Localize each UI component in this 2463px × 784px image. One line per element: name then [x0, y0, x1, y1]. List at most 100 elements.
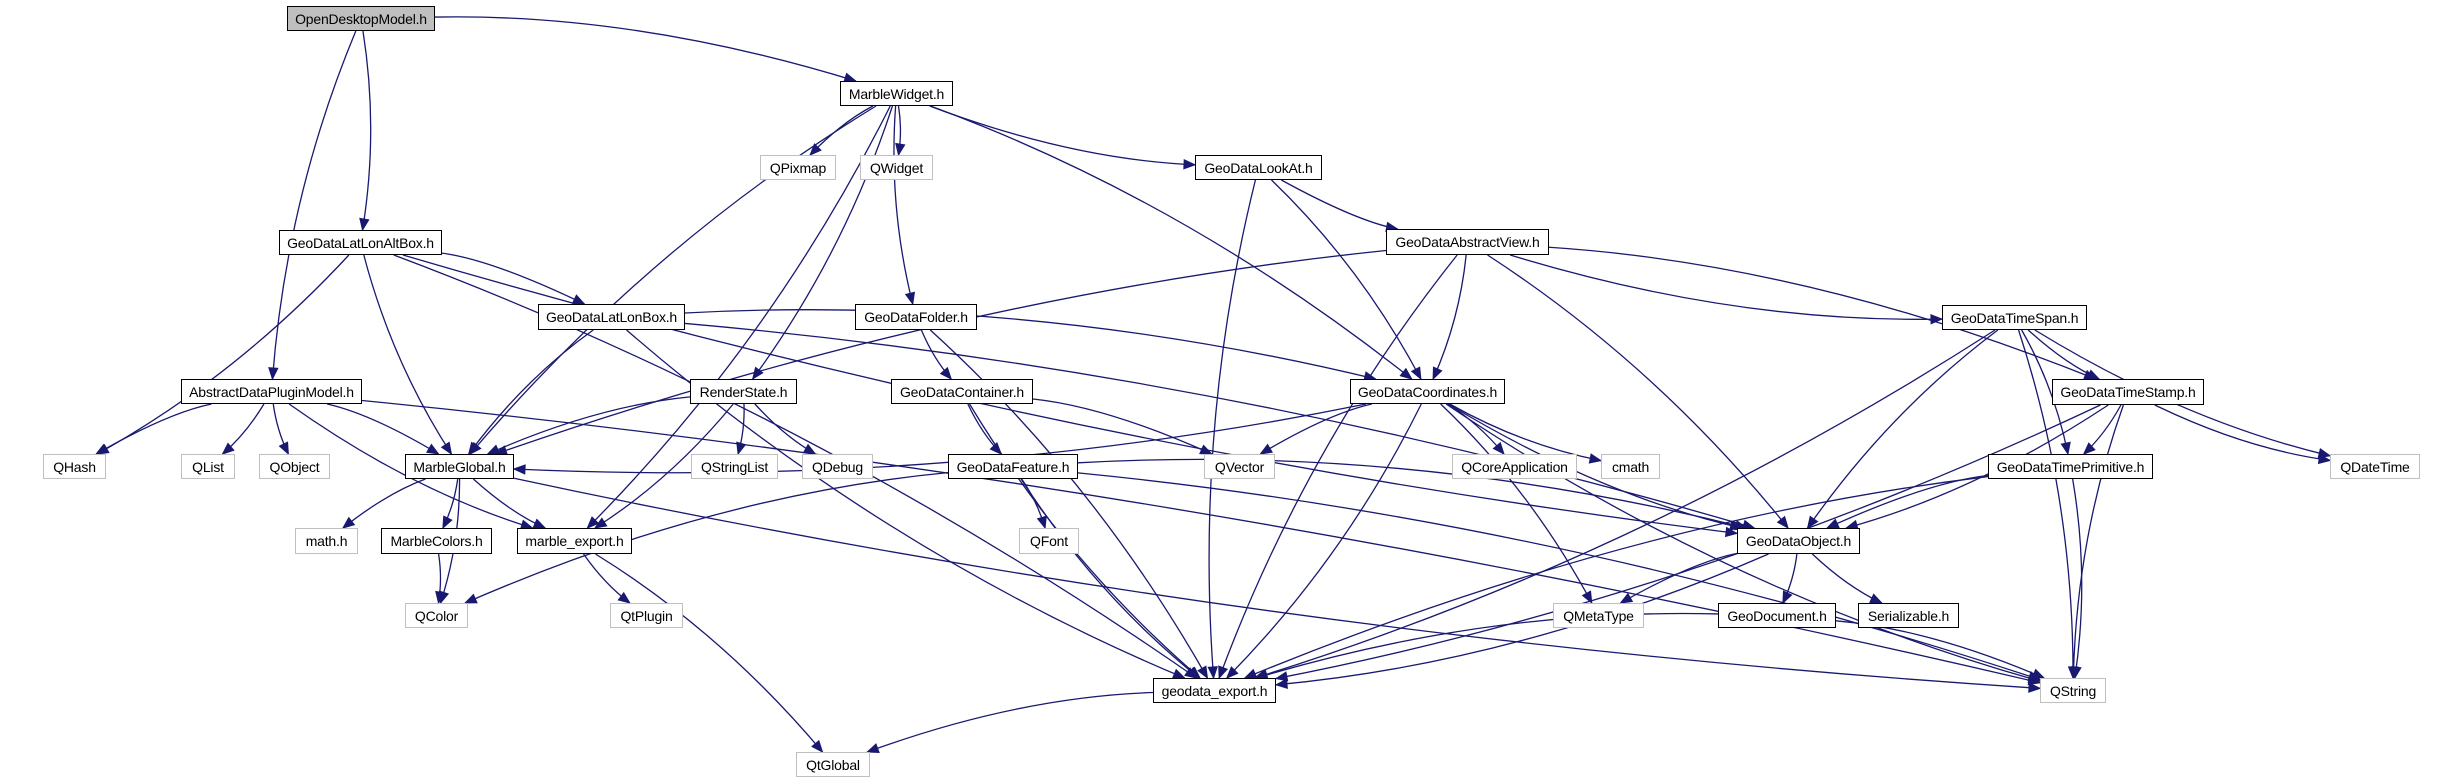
arrowhead-icon [467, 441, 480, 456]
arrowhead-icon [593, 517, 608, 529]
node-serializable[interactable]: Serializable.h [1858, 603, 1959, 628]
edge-geo-data-lat-lon-alt-box-to-qhash [96, 254, 350, 455]
arrowhead-icon [532, 518, 547, 529]
node-abstract-data-plugin-model[interactable]: AbstractDataPluginModel.h [181, 379, 362, 404]
edge-marble-widget-to-render-state [752, 105, 894, 380]
edge-geo-data-container-to-qvector [1032, 398, 1212, 455]
edge-geo-document-to-geodata-export [1256, 612, 1719, 679]
edge-geo-data-feature-to-geodata-export [1020, 478, 1200, 679]
arrowhead-icon [486, 444, 501, 455]
arrowhead-icon [359, 217, 370, 232]
edge-geo-data-time-span-to-qdate-time [2034, 329, 2331, 457]
node-label: QString [2049, 682, 2097, 699]
node-qhash: QHash [43, 454, 106, 479]
node-geo-data-container[interactable]: GeoDataContainer.h [891, 379, 1033, 404]
node-geo-data-lat-lon-alt-box[interactable]: GeoDataLatLonAltBox.h [279, 230, 442, 255]
edge-geodata-export-to-qt-global [866, 691, 1154, 753]
edge-geo-data-lat-lon-alt-box-to-geodata-export [393, 254, 1197, 679]
arrowhead-icon [278, 441, 289, 456]
edge-open-desktop-model-to-abstract-data-plugin-model [271, 30, 357, 380]
arrowhead-icon [1197, 665, 1209, 680]
edge-geo-data-time-primitive-to-geo-data-object [1826, 474, 1989, 529]
arrowhead-icon [736, 441, 747, 456]
node-label: QList [192, 458, 224, 475]
edge-geo-data-abstract-view-to-geo-data-coordinates [1432, 254, 1467, 380]
arrowhead-icon [904, 291, 916, 306]
node-geo-data-lat-lon-box[interactable]: GeoDataLatLonBox.h [538, 304, 685, 330]
node-geo-data-time-span[interactable]: GeoDataTimeSpan.h [1942, 305, 2087, 330]
node-qdate-time: QDateTime [2330, 454, 2420, 479]
node-label: MarbleGlobal.h [413, 458, 506, 475]
arrowhead-icon [1207, 666, 1218, 680]
edge-open-desktop-model-to-marble-widget [434, 16, 856, 82]
edge-abstract-data-plugin-model-to-marble-global [327, 403, 439, 455]
node-geodata-export[interactable]: geodata_export.h [1153, 678, 1276, 703]
edge-geo-data-lat-lon-alt-box-to-geo-data-lat-lon-box [441, 252, 585, 305]
arrowhead-icon [895, 142, 906, 157]
arrowhead-icon [2028, 682, 2042, 693]
edge-marble-global-to-math [342, 478, 426, 529]
arrowhead-icon [809, 143, 822, 156]
node-qt-plugin: QtPlugin [610, 603, 683, 628]
node-label: GeoDataLookAt.h [1204, 159, 1313, 176]
edge-geo-data-time-stamp-to-qdate-time [2154, 404, 2331, 462]
node-label: marble_export.h [525, 533, 624, 549]
edge-geo-data-time-span-to-geodata-export [1254, 329, 1996, 679]
node-geo-data-folder[interactable]: GeoDataFolder.h [855, 304, 977, 330]
edge-geo-data-coordinates-to-geodata-export [1226, 403, 1422, 679]
node-geo-data-look-at[interactable]: GeoDataLookAt.h [1195, 155, 1322, 180]
arrowhead-icon [2082, 442, 2096, 455]
node-geo-data-time-stamp[interactable]: GeoDataTimeStamp.h [2052, 379, 2204, 405]
node-open-desktop-model[interactable]: OpenDesktopModel.h [287, 6, 435, 31]
node-geo-data-abstract-view[interactable]: GeoDataAbstractView.h [1386, 229, 1549, 255]
node-qdebug: QDebug [802, 454, 873, 479]
node-label: QMetaType [1563, 607, 1634, 624]
node-label: QPixmap [769, 159, 827, 176]
edge-marble-widget-to-geo-data-look-at [929, 105, 1196, 166]
arrowhead-icon [811, 739, 824, 754]
arrowhead-icon [1171, 668, 1186, 679]
node-label: GeoDataTimeStamp.h [2060, 384, 2196, 400]
node-marble-widget[interactable]: MarbleWidget.h [840, 81, 953, 106]
edge-geo-document-to-qstring [1835, 620, 2045, 679]
edge-geo-data-time-stamp-to-geo-data-object [1846, 404, 2109, 529]
node-geo-data-coordinates[interactable]: GeoDataCoordinates.h [1350, 379, 1505, 404]
arrowhead-icon [1274, 671, 1289, 682]
edge-geo-data-object-to-geodata-export [1275, 553, 1769, 686]
node-label: MarbleColors.h [390, 533, 483, 549]
edge-geo-data-abstract-view-to-geo-data-object [1487, 254, 1789, 529]
arrowhead-icon [586, 516, 600, 529]
node-marble-export[interactable]: marble_export.h [517, 528, 632, 554]
edge-geo-data-time-primitive-to-geodata-export [1244, 475, 1989, 679]
arrowhead-icon [1274, 678, 1288, 689]
node-label: GeoDataLatLonAltBox.h [287, 234, 434, 251]
node-marble-global[interactable]: MarbleGlobal.h [405, 454, 514, 479]
node-label: OpenDesktopModel.h [295, 10, 427, 27]
node-label: QtPlugin [620, 607, 673, 624]
node-qcore-application: QCoreApplication [1452, 454, 1577, 479]
node-render-state[interactable]: RenderState.h [690, 379, 797, 404]
node-geo-data-object[interactable]: GeoDataObject.h [1737, 528, 1860, 554]
edge-open-desktop-model-to-geo-data-lat-lon-alt-box [361, 30, 372, 231]
edge-geo-data-abstract-view-to-geo-data-time-span [1509, 254, 1943, 320]
node-label: GeoDataCoordinates.h [1357, 383, 1498, 400]
arrowhead-icon [2031, 668, 2046, 679]
node-label: QFont [1030, 533, 1068, 549]
arrowhead-icon [1581, 590, 1593, 605]
arrowhead-icon [2317, 453, 2332, 465]
node-qmeta-type: QMetaType [1553, 603, 1644, 628]
edge-geo-data-time-span-to-qstring [2017, 329, 2074, 679]
edge-geo-data-look-at-to-geo-data-coordinates [1271, 179, 1422, 380]
arrowhead-icon [440, 441, 453, 456]
node-label: GeoDataAbstractView.h [1395, 234, 1540, 250]
node-label: GeoDataTimePrimitive.h [1996, 458, 2145, 475]
node-qpixmap: QPixmap [760, 155, 836, 180]
node-geo-data-feature[interactable]: GeoDataFeature.h [948, 454, 1078, 479]
node-qfont: QFont [1019, 528, 1079, 554]
edge-marble-widget-to-marble-global [469, 105, 877, 455]
arrowhead-icon [1588, 453, 1603, 464]
node-geo-data-time-primitive[interactable]: GeoDataTimePrimitive.h [1988, 454, 2153, 479]
node-marble-colors[interactable]: MarbleColors.h [381, 528, 492, 554]
node-geo-document[interactable]: GeoDocument.h [1718, 603, 1836, 628]
arrowhead-icon [1410, 366, 1422, 381]
